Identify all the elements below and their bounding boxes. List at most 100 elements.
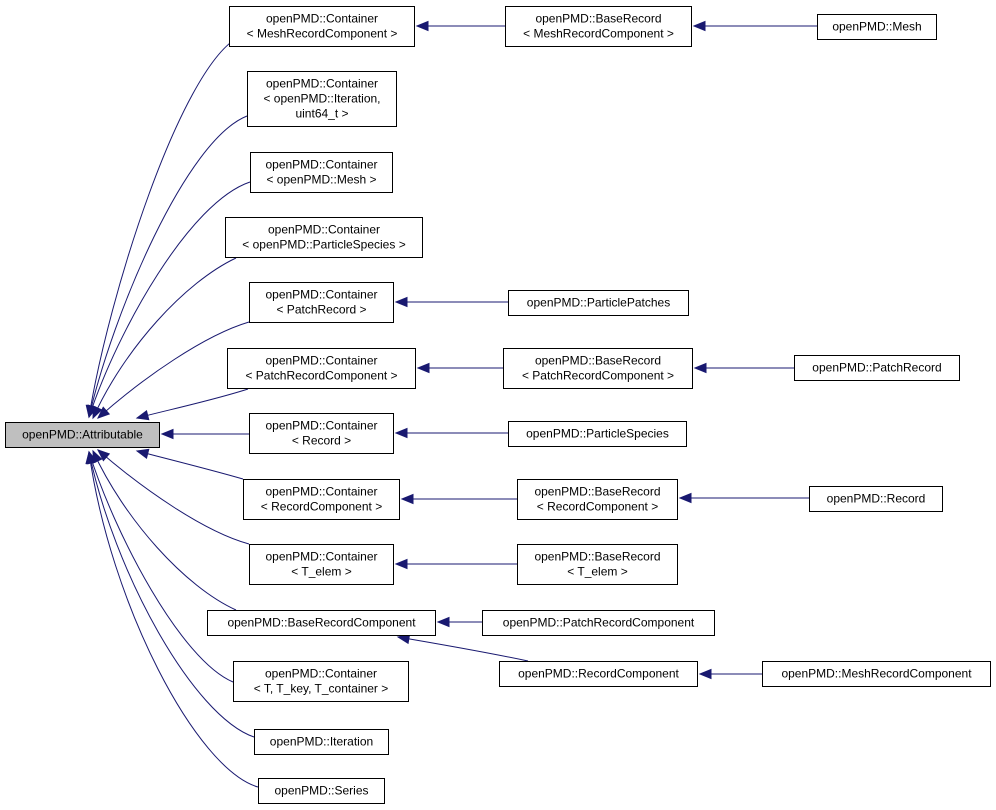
node-box[interactable]: [508, 290, 689, 316]
node-label-line: < T, T_key, T_container >: [254, 682, 389, 696]
node-box[interactable]: [482, 610, 715, 636]
node-c_meshrc[interactable]: openPMD::Container< MeshRecordComponent …: [229, 6, 415, 47]
arrowhead-icon: [693, 362, 707, 374]
node-br_patchrc[interactable]: openPMD::BaseRecord< PatchRecordComponen…: [503, 348, 693, 389]
node-c_telem[interactable]: openPMD::Container< T_elem >: [249, 544, 394, 585]
node-box[interactable]: [794, 355, 960, 381]
node-c_recordcomponent[interactable]: openPMD::Container< RecordComponent >: [243, 479, 400, 520]
edge-iteration-to-attributable: [86, 450, 255, 738]
node-c_patchrc[interactable]: openPMD::Container< PatchRecordComponent…: [227, 348, 416, 389]
nodes-layer: openPMD::AttributableopenPMD::Container<…: [5, 6, 991, 804]
edge-line: [97, 449, 250, 545]
arrowhead-icon: [97, 449, 111, 462]
node-series[interactable]: openPMD::Series: [258, 778, 385, 804]
node-box[interactable]: [243, 479, 400, 520]
edge-br_patchrc-to-c_patchrc: [416, 362, 503, 374]
node-meshrecordcomponent[interactable]: openPMD::MeshRecordComponent: [762, 661, 991, 687]
node-particlespecies[interactable]: openPMD::ParticleSpecies: [508, 421, 687, 447]
node-box[interactable]: [227, 348, 416, 389]
node-label-line: openPMD::BaseRecord: [535, 354, 661, 368]
node-box[interactable]: [249, 282, 394, 323]
node-label-line: < T_elem >: [567, 565, 627, 579]
arrowhead-icon: [415, 20, 429, 32]
node-box[interactable]: [225, 217, 423, 258]
node-label-line: < PatchRecord >: [276, 303, 366, 317]
edge-c_recordcomponent-to-attributable: [135, 448, 244, 480]
arrowhead-icon: [135, 448, 150, 459]
arrowhead-icon: [394, 427, 408, 439]
node-box[interactable]: [517, 544, 678, 585]
edge-line: [136, 388, 249, 419]
node-c_generic[interactable]: openPMD::Container< T, T_key, T_containe…: [233, 661, 409, 702]
node-c_record[interactable]: openPMD::Container< Record >: [249, 413, 394, 454]
node-box[interactable]: [250, 152, 393, 193]
node-label-line: openPMD::Mesh: [832, 20, 921, 34]
node-c_patchrecord[interactable]: openPMD::Container< PatchRecord >: [249, 282, 394, 323]
node-record[interactable]: openPMD::Record: [809, 486, 943, 512]
node-box[interactable]: [503, 348, 693, 389]
edge-c_meshrc-to-attributable: [85, 37, 238, 419]
arrowhead-icon: [678, 492, 692, 504]
edge-br_recordcomponent-to-c_recordcomponent: [400, 493, 517, 505]
node-box[interactable]: [809, 486, 943, 512]
node-label-line: openPMD::RecordComponent: [518, 667, 679, 681]
edge-line: [88, 451, 259, 788]
edge-line: [397, 636, 529, 662]
arrowhead-icon: [135, 410, 150, 421]
node-recordcomponent[interactable]: openPMD::RecordComponent: [499, 661, 698, 687]
node-box[interactable]: [517, 479, 678, 520]
node-label-line: openPMD::Container: [265, 485, 377, 499]
node-c_particlespecies[interactable]: openPMD::Container< openPMD::ParticleSpe…: [225, 217, 423, 258]
arrowhead-icon: [400, 493, 414, 505]
node-label-line: < openPMD::ParticleSpecies >: [242, 238, 405, 252]
edges-layer: [85, 20, 817, 788]
node-box[interactable]: [254, 729, 389, 755]
node-box[interactable]: [817, 14, 937, 40]
node-box[interactable]: [258, 778, 385, 804]
node-label-line: openPMD::Container: [265, 550, 377, 564]
arrowhead-icon: [436, 616, 450, 628]
edge-line: [88, 451, 234, 683]
edge-c_record-to-attributable: [160, 428, 249, 440]
node-box[interactable]: [499, 661, 698, 687]
node-baserecordcomponent[interactable]: openPMD::BaseRecordComponent: [207, 610, 436, 636]
node-label-line: openPMD::ParticlePatches: [527, 296, 670, 310]
node-label-line: openPMD::PatchRecordComponent: [503, 616, 695, 630]
node-label-line: openPMD::BaseRecordComponent: [227, 616, 416, 630]
node-box[interactable]: [762, 661, 991, 687]
node-patchrecordcomponent[interactable]: openPMD::PatchRecordComponent: [482, 610, 715, 636]
node-patchrecord[interactable]: openPMD::PatchRecord: [794, 355, 960, 381]
node-br_telem[interactable]: openPMD::BaseRecord< T_elem >: [517, 544, 678, 585]
node-box[interactable]: [249, 413, 394, 454]
edge-meshrecordcomponent-to-recordcomponent: [698, 668, 762, 680]
node-c_iteration[interactable]: openPMD::Container< openPMD::Iteration,u…: [247, 71, 397, 127]
node-box[interactable]: [508, 421, 687, 447]
node-br_recordcomponent[interactable]: openPMD::BaseRecord< RecordComponent >: [517, 479, 678, 520]
arrowhead-icon: [92, 405, 103, 420]
node-box[interactable]: [249, 544, 394, 585]
node-box[interactable]: [229, 6, 415, 47]
node-particlepatches[interactable]: openPMD::ParticlePatches: [508, 290, 689, 316]
node-box[interactable]: [5, 422, 160, 448]
edge-line: [136, 450, 244, 480]
node-attributable[interactable]: openPMD::Attributable: [5, 422, 160, 448]
node-label-line: < RecordComponent >: [537, 500, 658, 514]
node-iteration[interactable]: openPMD::Iteration: [254, 729, 389, 755]
node-box[interactable]: [207, 610, 436, 636]
node-box[interactable]: [505, 6, 692, 47]
edge-line: [88, 451, 255, 738]
node-mesh[interactable]: openPMD::Mesh: [817, 14, 937, 40]
node-c_mesh[interactable]: openPMD::Container< openPMD::Mesh >: [250, 152, 393, 193]
node-box[interactable]: [233, 661, 409, 702]
node-box[interactable]: [247, 71, 397, 127]
node-label-line: openPMD::Container: [266, 77, 378, 91]
edge-c_telem-to-attributable: [97, 449, 250, 545]
node-label-line: openPMD::PatchRecord: [812, 361, 941, 375]
node-label-line: openPMD::ParticleSpecies: [526, 427, 669, 441]
node-label-line: openPMD::Iteration: [270, 735, 373, 749]
node-label-line: < MeshRecordComponent >: [247, 27, 398, 41]
node-br_meshrc[interactable]: openPMD::BaseRecord< MeshRecordComponent…: [505, 6, 692, 47]
edge-particlespecies-to-c_record: [394, 427, 508, 439]
node-label-line: < MeshRecordComponent >: [523, 27, 674, 41]
